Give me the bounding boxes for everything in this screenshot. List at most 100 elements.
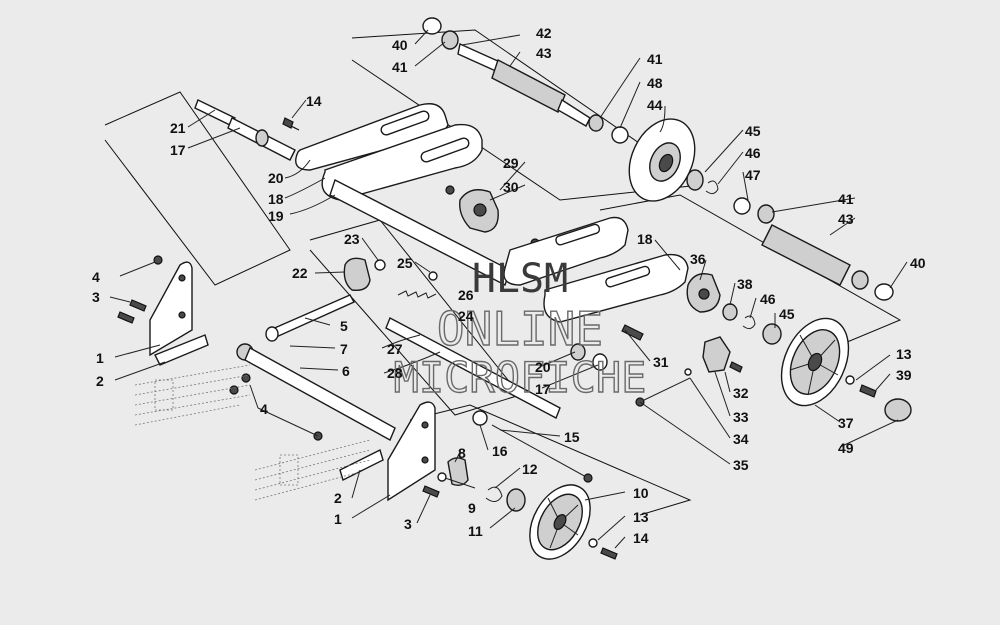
bolt-39 xyxy=(859,384,877,398)
upper-idler-axle xyxy=(422,17,629,144)
spacer-20b xyxy=(570,343,586,361)
bolt-15 xyxy=(491,424,589,479)
shock-bushing-36 xyxy=(686,273,721,313)
callout-3: 3 xyxy=(404,516,412,532)
callout-2: 2 xyxy=(334,490,342,506)
right-idler-axle xyxy=(757,204,894,301)
callout-17: 17 xyxy=(170,142,186,158)
callout-41: 41 xyxy=(647,51,663,67)
rail-section-left xyxy=(134,364,251,426)
bolt-3c xyxy=(422,485,440,498)
axle-7 xyxy=(236,343,396,441)
callout-15: 15 xyxy=(564,429,580,445)
watermark-line1: HLSM xyxy=(472,256,568,302)
callout-29: 29 xyxy=(503,155,519,171)
callout-47: 47 xyxy=(745,167,761,183)
cap-49 xyxy=(884,398,912,422)
callout-8: 8 xyxy=(458,445,466,461)
bushing-22 xyxy=(343,257,371,291)
bolt-3b xyxy=(117,311,135,324)
idler-wheel-44 xyxy=(628,118,696,202)
frame-left-arm xyxy=(104,91,291,286)
axle-27 xyxy=(385,317,561,419)
callout-20: 20 xyxy=(535,359,551,375)
bolt-32 xyxy=(729,361,743,373)
callout-28: 28 xyxy=(387,365,403,381)
leader-lines xyxy=(109,29,908,549)
callout-10: 10 xyxy=(633,485,649,501)
callout-40: 40 xyxy=(910,255,926,271)
callout-37: 37 xyxy=(838,415,854,431)
mount-bracket-upper xyxy=(149,261,209,366)
callout-9: 9 xyxy=(468,500,476,516)
callout-25: 25 xyxy=(397,255,413,271)
spring-25 xyxy=(397,290,437,299)
callout-43: 43 xyxy=(838,211,854,227)
washer-13b xyxy=(588,538,598,548)
callout-20: 20 xyxy=(268,170,284,186)
callout-11: 11 xyxy=(468,523,483,539)
callout-16: 16 xyxy=(492,443,508,459)
callout-23: 23 xyxy=(344,231,360,247)
bearing-45b xyxy=(762,323,782,345)
snap-ring-12 xyxy=(485,486,503,502)
callout-2: 2 xyxy=(96,373,104,389)
callout-45: 45 xyxy=(779,306,795,322)
callout-36: 36 xyxy=(690,251,706,267)
callout-43: 43 xyxy=(536,45,552,61)
callout-5: 5 xyxy=(340,318,348,334)
callout-19: 19 xyxy=(268,208,284,224)
callout-12: 12 xyxy=(522,461,538,477)
idler-wheel-10 xyxy=(529,484,591,560)
nut-29 xyxy=(445,185,455,195)
callout-38: 38 xyxy=(737,276,753,292)
callout-18: 18 xyxy=(637,231,653,247)
callout-46: 46 xyxy=(760,291,776,307)
callout-labels: 42 43 40 41 41 48 44 14 21 17 45 46 47 2… xyxy=(92,25,926,546)
rail-section-right xyxy=(254,439,371,501)
callout-4: 4 xyxy=(92,269,100,285)
washer-26 xyxy=(428,271,438,281)
callout-31: 31 xyxy=(653,354,669,370)
callout-13: 13 xyxy=(896,346,912,362)
watermark: HLSM ONLINE MICROFICHE xyxy=(393,256,647,403)
callout-46: 46 xyxy=(745,145,761,161)
callout-1: 1 xyxy=(334,511,342,527)
callout-14: 14 xyxy=(306,93,322,109)
callout-18: 18 xyxy=(268,191,284,207)
bolt-31 xyxy=(621,324,644,341)
callout-14: 14 xyxy=(633,530,649,546)
callout-27: 27 xyxy=(387,341,403,357)
callout-48: 48 xyxy=(647,75,663,91)
snap-ring-46b xyxy=(742,315,756,330)
callout-13: 13 xyxy=(633,509,649,525)
mount-bracket-lower xyxy=(339,401,436,502)
bearing-38 xyxy=(722,303,738,321)
callout-42: 42 xyxy=(536,25,552,41)
shaft-5 xyxy=(265,294,355,342)
callout-26: 26 xyxy=(458,287,474,303)
washer-9 xyxy=(437,472,447,482)
idler-wheel-37 xyxy=(780,317,850,407)
callout-7: 7 xyxy=(340,341,348,357)
watermark-line3: MICROFICHE xyxy=(394,353,647,402)
callout-24: 24 xyxy=(458,308,474,324)
swing-arm-lower xyxy=(503,216,689,323)
upper-left-axle xyxy=(194,99,296,161)
callout-30: 30 xyxy=(503,179,519,195)
bolt-35 xyxy=(639,377,691,403)
watermark-line2: ONLINE xyxy=(437,302,603,356)
shock-mount-block-30 xyxy=(459,189,499,233)
washer-47 xyxy=(733,197,751,215)
frame-bottom xyxy=(409,404,692,516)
washer-23 xyxy=(374,259,386,271)
callout-4: 4 xyxy=(260,401,268,417)
callout-45: 45 xyxy=(745,123,761,139)
block-33 xyxy=(702,336,731,373)
callout-32: 32 xyxy=(733,385,749,401)
callout-40: 40 xyxy=(392,37,408,53)
washer-13a xyxy=(845,375,855,385)
callout-39: 39 xyxy=(896,367,912,383)
callout-33: 33 xyxy=(733,409,749,425)
